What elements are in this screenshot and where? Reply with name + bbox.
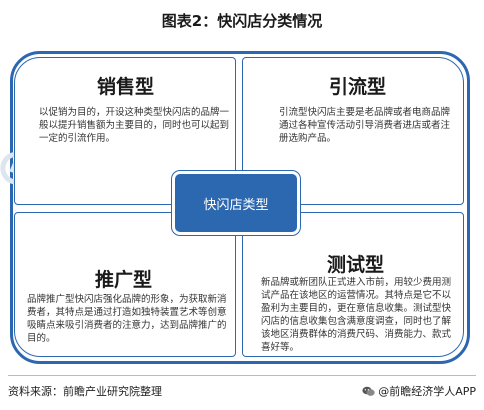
quadrant-text-testing: 新品牌或新团队正式进入市前，用较少费用测试产品在该地区的运营情况。其特点是它不以… xyxy=(261,277,452,353)
figure-title: 图表2：快闪店分类情况 xyxy=(161,12,323,30)
diagram-frame xyxy=(10,51,470,364)
center-node: 快闪店类型 xyxy=(172,171,300,235)
quadrant-text-sales: 以促销为目的，开设这种类型快闪店的品牌一般以提升销售额为主要目的，同时也可以起到… xyxy=(39,107,230,144)
wechat-icon xyxy=(362,386,375,397)
brand-label: @前瞻经济学人APP xyxy=(378,385,476,398)
quadrant-title-promotion: 推广型 xyxy=(95,269,153,291)
quadrant-text-traffic: 引流型快闪店主要是老品牌或者电商品牌通过各种宣传活动引导消费者进店或者注册选购产… xyxy=(279,107,451,144)
source-note: 资料来源：前瞻产业研究院整理 xyxy=(8,385,162,398)
quadrant-text-promotion: 品牌推广型快闪店强化品牌的形象，为获取新消费者，其特点是通过打造如独特装置艺术等… xyxy=(27,294,227,344)
quadrant-title-sales: 销售型 xyxy=(97,76,155,98)
quadrant-testing: 测试型 新品牌或新团队正式进入市前，用较少费用测试产品在该地区的运营情况。其特点… xyxy=(242,212,464,357)
quadrant-title-traffic: 引流型 xyxy=(329,76,387,98)
quadrant-traffic: 引流型 引流型快闪店主要是老品牌或者电商品牌通过各种宣传活动引导消费者进店或者注… xyxy=(242,57,464,205)
quadrant-promotion: 推广型 品牌推广型快闪店强化品牌的形象，为获取新消费者，其特点是通过打造如独特装… xyxy=(14,212,236,357)
brand-credit: @前瞻经济学人APP xyxy=(362,383,476,399)
quadrant-title-testing: 测试型 xyxy=(327,254,385,276)
footer-divider xyxy=(8,375,476,376)
